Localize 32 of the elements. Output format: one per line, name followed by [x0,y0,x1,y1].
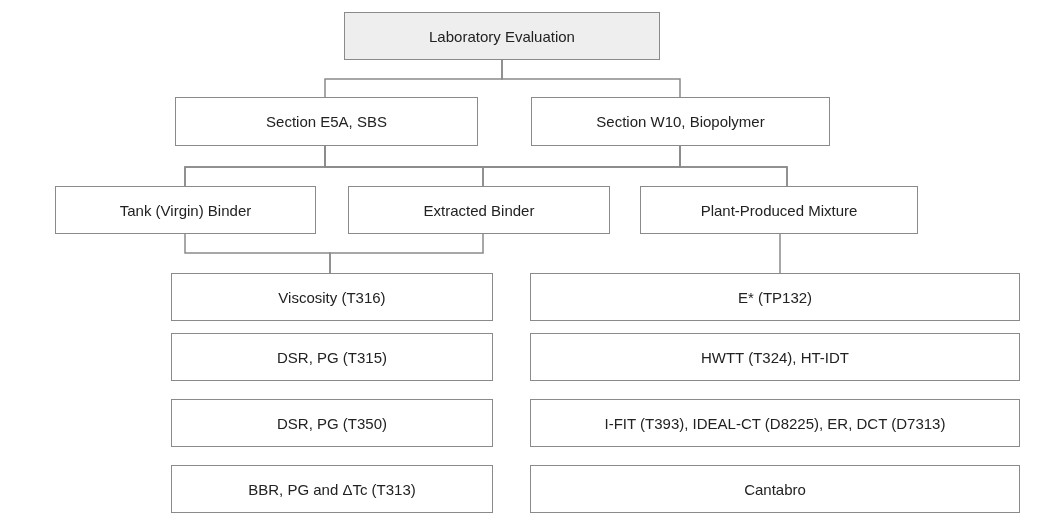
box [171,333,493,381]
box [175,97,478,146]
box [344,12,660,60]
box-label: HWTT (T324), HT-IDT [700,348,850,366]
box [530,399,1020,447]
box-label: Extracted Binder [423,201,535,219]
box-label: I-FIT (T393), IDEAL-CT (D8225), ER, DCT (D7313) [604,414,946,432]
box-label: Laboratory Evaluation [429,27,575,45]
box [640,186,918,234]
box-label: Tank (Virgin) Binder [119,201,252,219]
box [171,399,493,447]
box-label: E* (TP132) [737,288,813,306]
box [530,273,1020,321]
box-label: Plant-Produced Mixture [700,201,858,219]
box [171,465,493,513]
box-label: DSR, PG (T315) [277,348,387,366]
box [348,186,610,234]
box-label: DSR, PG (T350) [277,414,387,432]
box [55,186,316,234]
connector-line [779,233,781,274]
box-label: Cantabro [744,480,806,498]
connector-line [329,233,484,274]
box [171,273,493,321]
connector-line [501,59,681,98]
connector-line [679,145,788,187]
box-label: Viscosity (T316) [278,288,386,306]
box [531,97,830,146]
box [530,333,1020,381]
box-label: Section E5A, SBS [266,113,387,130]
box-label: BBR, PG and ΔTc (T313) [248,480,416,498]
box [530,465,1020,513]
box-label: Section W10, Biopolymer [596,113,765,130]
